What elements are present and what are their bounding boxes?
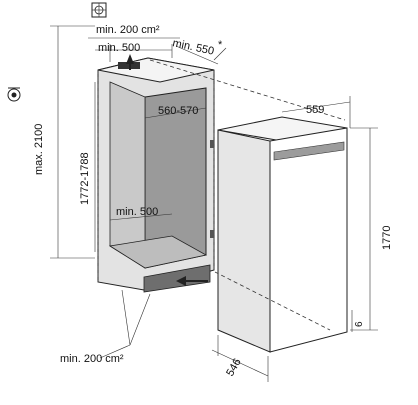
socket-icon	[91, 2, 107, 18]
label-vent-bottom: min. 200 cm²	[60, 353, 124, 365]
niche-inner-floor	[108, 235, 208, 269]
label-niche-width: 560-570	[158, 105, 198, 117]
appliance-top-vent	[273, 141, 345, 161]
plinth-vent	[143, 264, 211, 293]
label-appliance-depth: 546	[224, 357, 244, 379]
niche-inner-left-wall	[109, 81, 146, 269]
dimension-lines	[50, 25, 378, 382]
plug-icon	[7, 87, 21, 102]
label-bottom-depth-gap: min. 500	[116, 206, 158, 218]
label-appliance-height: 1770	[381, 226, 393, 250]
label-niche-depth: min. 550	[171, 37, 215, 58]
label-vent-top: min. 200 cm²	[96, 24, 160, 36]
airflow-arrows	[126, 54, 208, 286]
niche	[97, 57, 215, 293]
label-max-height: max. 2100	[33, 124, 45, 175]
label-niche-height: 1772-1788	[79, 152, 91, 205]
label-appliance-width: 559	[306, 104, 324, 116]
bottom-airflow-arrow	[176, 276, 186, 286]
appliance-side	[217, 129, 271, 353]
label-top-depth-gap: min. 500	[98, 42, 140, 54]
label-base-gap: 6	[354, 321, 365, 327]
label-niche-depth-note: *	[218, 39, 223, 51]
top-airflow-arrow	[126, 54, 134, 64]
appliance-door	[269, 127, 348, 353]
appliance	[217, 116, 348, 353]
